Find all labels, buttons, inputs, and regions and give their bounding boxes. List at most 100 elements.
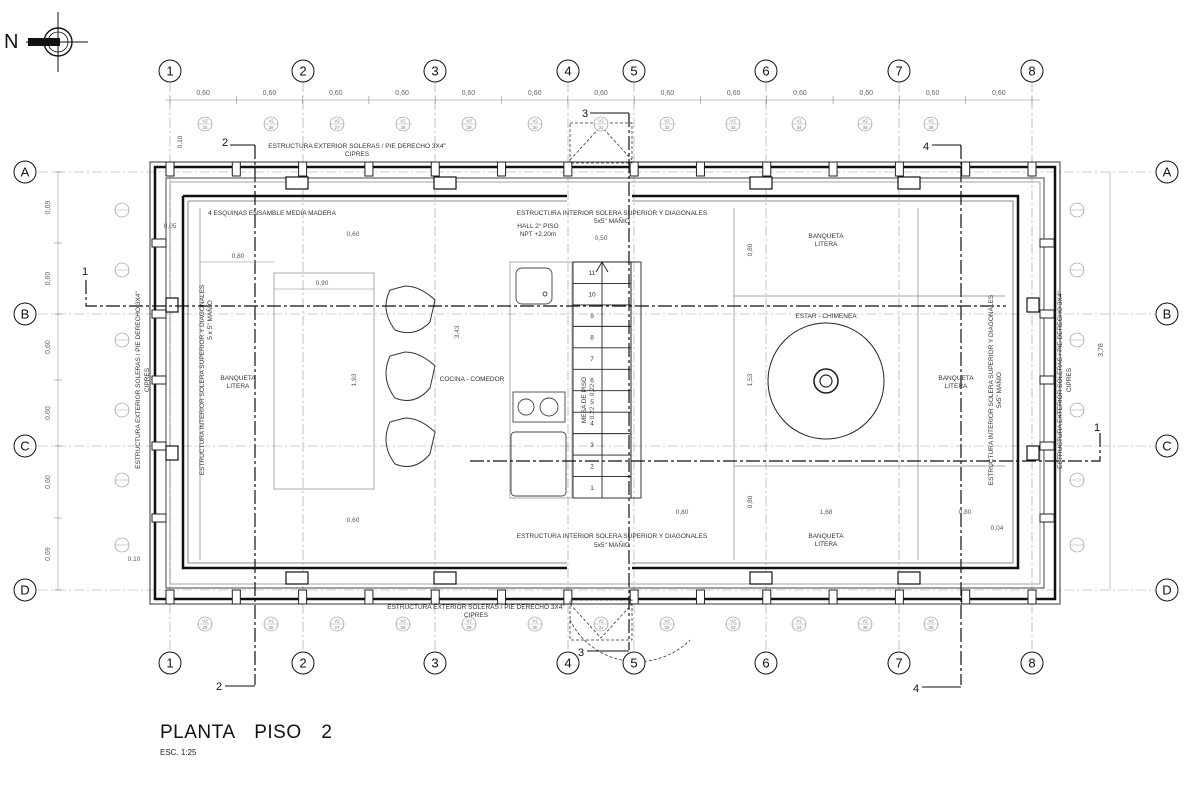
window-tag-bubble <box>114 262 130 278</box>
svg-text:1: 1 <box>1094 422 1100 434</box>
title-block: PLANTA PISO 2 ESC. 1:25 <box>160 722 332 757</box>
svg-text:29: 29 <box>466 625 472 630</box>
svg-text:32: 32 <box>664 125 670 130</box>
svg-text:3,43: 3,43 <box>454 325 461 338</box>
svg-text:26: 26 <box>268 625 274 630</box>
svg-text:5: 5 <box>630 64 637 79</box>
svg-text:V2: V2 <box>268 619 274 624</box>
svg-text:D: D <box>20 583 29 598</box>
svg-text:8: 8 <box>1028 64 1035 79</box>
svg-text:V2: V2 <box>268 119 274 124</box>
svg-text:3: 3 <box>582 108 588 120</box>
window-tag-bubble <box>1069 262 1085 278</box>
svg-text:V2: V2 <box>466 119 472 124</box>
svg-text:CIPRES: CIPRES <box>464 612 489 619</box>
column-marker-2: 2 <box>291 651 315 675</box>
svg-text:28: 28 <box>400 125 406 130</box>
svg-text:1,53: 1,53 <box>747 373 754 386</box>
right-dimension: 3,78 <box>1098 172 1111 590</box>
svg-text:27: 27 <box>334 625 340 630</box>
svg-text:32: 32 <box>664 625 670 630</box>
svg-text:30: 30 <box>532 625 538 630</box>
svg-text:LITERA: LITERA <box>815 241 838 248</box>
corners-label: 4 ESQUINAS ENSAMBLE MEDIA MADERA <box>208 210 337 217</box>
int-bottom-label: ESTRUCTURA INTERIOR SOLERA SUPERIOR Y DI… <box>517 533 708 540</box>
svg-text:0,90: 0,90 <box>316 280 329 287</box>
svg-text:V2: V2 <box>598 619 604 624</box>
svg-text:V2: V2 <box>928 119 934 124</box>
svg-text:2: 2 <box>216 681 222 693</box>
svg-text:7: 7 <box>895 64 902 79</box>
svg-text:4: 4 <box>913 683 919 695</box>
svg-text:D: D <box>1162 583 1171 598</box>
svg-text:30: 30 <box>532 125 538 130</box>
svg-text:0,60: 0,60 <box>395 90 409 97</box>
svg-text:6: 6 <box>762 64 769 79</box>
ext-left-label: ESTRUCTURA EXTERIOR SOLERAS / PIE DERECH… <box>135 291 142 469</box>
svg-text:C: C <box>1162 439 1171 454</box>
section-lines <box>85 113 1101 685</box>
svg-text:LITERA: LITERA <box>945 383 968 390</box>
svg-text:5 x 5" MAÑIO: 5 x 5" MAÑIO <box>205 300 214 340</box>
column-marker-1: 1 <box>158 651 182 675</box>
dining-chairs <box>385 285 436 467</box>
svg-text:V2: V2 <box>532 119 538 124</box>
svg-text:0,22: 0,22 <box>589 383 596 396</box>
svg-text:0,05: 0,05 <box>164 223 177 230</box>
svg-text:0,80: 0,80 <box>747 243 754 256</box>
int-left-label: ESTRUCTURA INTERIOR SOLERA SUPERIOR Y DI… <box>199 284 206 475</box>
svg-text:4: 4 <box>564 64 571 79</box>
svg-text:1: 1 <box>590 485 594 492</box>
svg-text:V2: V2 <box>862 619 868 624</box>
window-tag-bubble <box>114 332 130 348</box>
column-marker-3: 3 <box>423 651 447 675</box>
int-top-label: ESTRUCTURA INTERIOR SOLERA SUPERIOR Y DI… <box>517 210 708 217</box>
svg-text:0,80: 0,80 <box>959 509 972 516</box>
svg-text:0,60: 0,60 <box>859 90 873 97</box>
fireplace <box>767 322 885 440</box>
svg-text:0,80: 0,80 <box>232 253 245 260</box>
svg-text:1,68: 1,68 <box>820 509 833 516</box>
svg-text:V2: V2 <box>796 119 802 124</box>
svg-text:2: 2 <box>299 656 306 671</box>
row-marker-D: D <box>13 578 37 602</box>
structural-posts <box>151 161 1055 605</box>
window-tag-bubble <box>1069 402 1085 418</box>
svg-text:34: 34 <box>796 625 802 630</box>
svg-text:0,60: 0,60 <box>992 90 1006 97</box>
svg-text:2: 2 <box>299 64 306 79</box>
svg-text:2: 2 <box>590 463 594 470</box>
int-right-label: ESTRUCTURA INTERIOR SOLERA SUPERIOR Y DI… <box>988 294 995 485</box>
svg-text:0,60: 0,60 <box>462 90 476 97</box>
row-marker-A: A <box>1155 160 1179 184</box>
svg-text:0,10: 0,10 <box>128 556 141 563</box>
svg-text:0,60: 0,60 <box>45 406 52 420</box>
banqueta-left: BANQUETA <box>220 375 256 382</box>
svg-text:3: 3 <box>431 64 438 79</box>
estar-label: ESTAR - CHIMENEA <box>795 313 857 320</box>
svg-text:B: B <box>1163 307 1172 322</box>
ext-right-label: ESTRUCTURA EXTERIOR SOLERAS / PIE DERECH… <box>1057 291 1064 469</box>
svg-text:V2: V2 <box>202 619 208 624</box>
window-tag-bubble <box>114 472 130 488</box>
svg-text:LITERA: LITERA <box>227 383 250 390</box>
